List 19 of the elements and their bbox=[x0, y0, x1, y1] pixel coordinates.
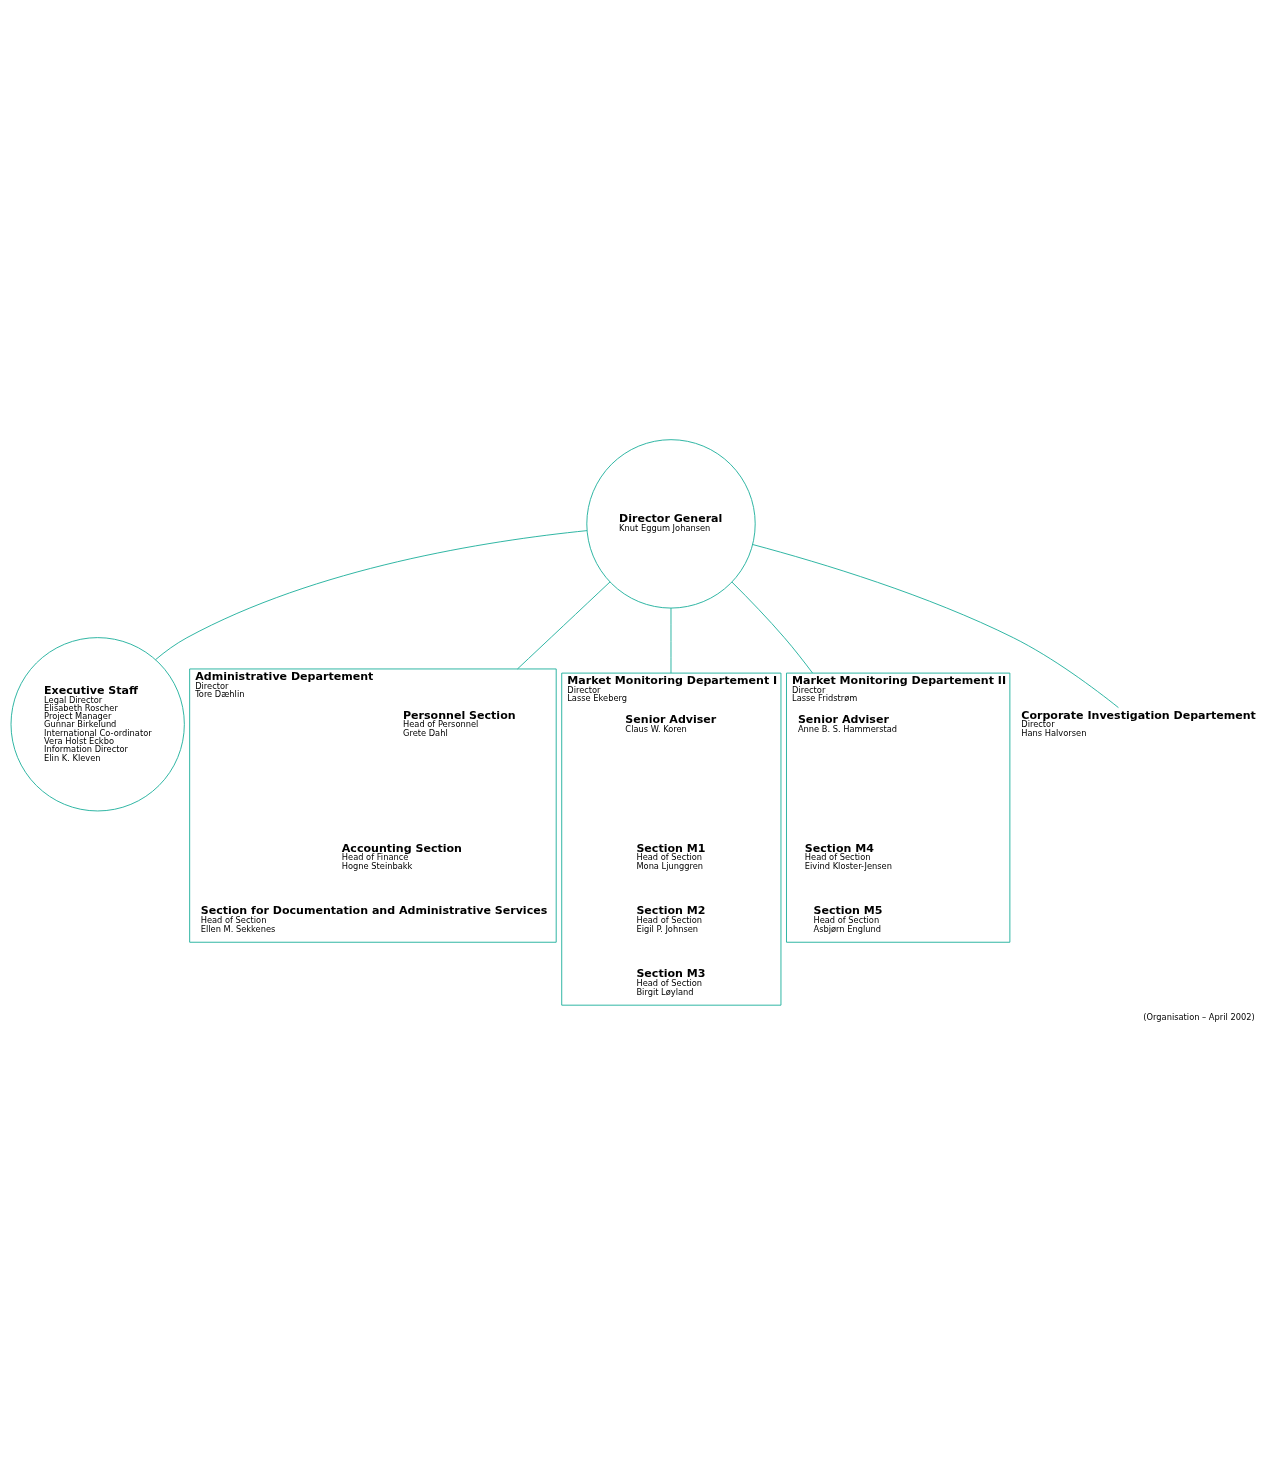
caption: (Organisation – April 2002) bbox=[1143, 1012, 1255, 1023]
node-text: Personnel Section Head of Personnel Grete Dahl bbox=[403, 708, 516, 738]
node-text: Corporate Investigation Departement Director Hans Halvorsen bbox=[1021, 708, 1256, 738]
node-text: Section M2 Head of Section Eigil P. Johnsen bbox=[636, 904, 706, 934]
node-circle: Director General Knut Eggum Johansen bbox=[586, 439, 756, 609]
node-text: Senior Adviser Claus W. Koren bbox=[625, 712, 717, 734]
node-text: Section M5 Head of Section Asbjørn Englund bbox=[813, 904, 883, 934]
node-text: Section M4 Head of Section Eivind Kloster-Jensen bbox=[804, 841, 892, 871]
node-text: Section for Documentation and Administrative Services Head of Section Ellen M. Sekkenes bbox=[200, 904, 548, 934]
connector bbox=[155, 530, 588, 661]
node-text: Section M1 Head of Section Mona Ljunggren bbox=[636, 841, 706, 871]
connector bbox=[731, 581, 814, 674]
node-text: Accounting Section Head of Finance Hogne Steinbakk bbox=[341, 841, 462, 871]
connector bbox=[517, 581, 611, 670]
node-text: Section M3 Head of Section Birgit Løyland bbox=[636, 967, 706, 997]
connector bbox=[670, 607, 672, 674]
node-circle: Executive Staff Legal Director Elisabeth Roscher Project Manager Gunnar Birkelund International Co-ordinator Vera Holst Eckbo Information Director Elin K. Kleven bbox=[10, 637, 185, 812]
node-text: Senior Adviser Anne B. S. Hammerstad bbox=[797, 712, 898, 734]
connector bbox=[752, 544, 1119, 709]
